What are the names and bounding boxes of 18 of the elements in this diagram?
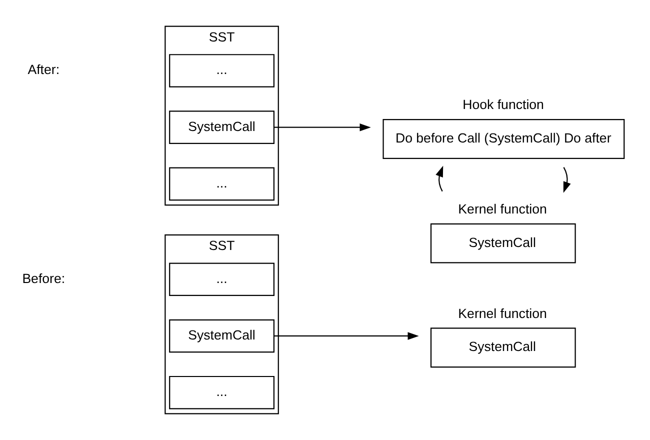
node-box: ... — [169, 54, 274, 88]
node-label: Hook function — [462, 97, 544, 112]
label: After: — [28, 62, 60, 78]
arrow — [274, 332, 419, 340]
arrow — [436, 166, 444, 192]
node-box: Do before Call (SystemCall) Do after — [382, 119, 625, 159]
arrow — [563, 167, 571, 193]
node-label: Kernel function — [458, 306, 547, 321]
node-box: ... — [169, 262, 274, 296]
node-box: SystemCall — [430, 223, 576, 264]
node-box: SystemCall — [430, 328, 576, 368]
label: Before: — [22, 270, 66, 286]
node-box: SystemCall — [169, 319, 274, 353]
node-box: ... — [169, 376, 274, 410]
node-box: SystemCall — [169, 110, 274, 144]
arrow — [274, 123, 371, 132]
node-label: Kernel function — [458, 201, 547, 216]
node-box: ... — [169, 167, 274, 201]
